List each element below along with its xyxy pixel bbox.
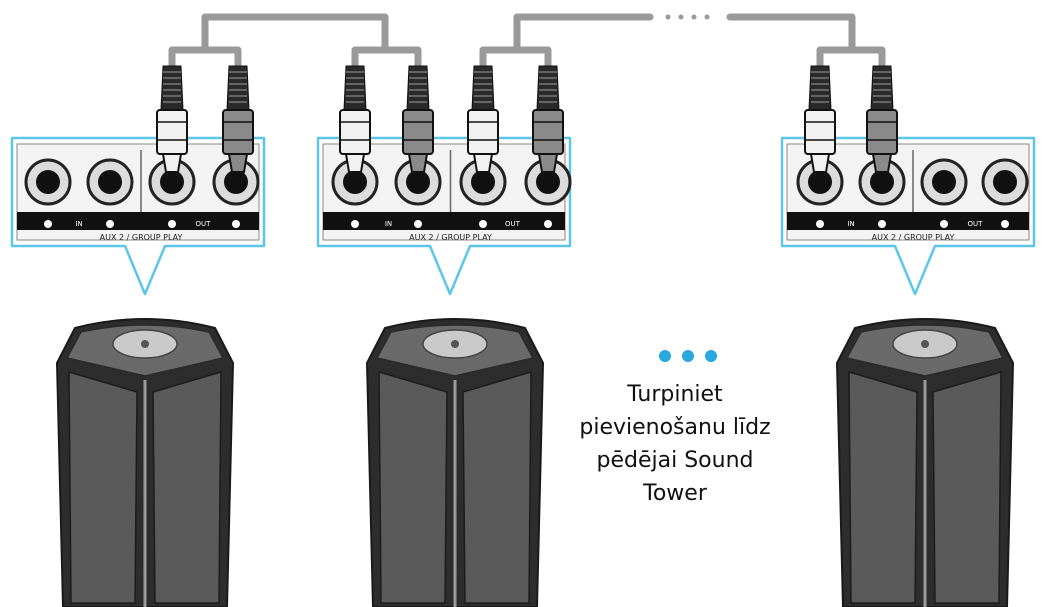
- continue-instruction: Turpiniet pievienošanu līdz pēdējai Soun…: [560, 378, 790, 510]
- label-strip: [787, 212, 1029, 230]
- plug-layer: [156, 65, 898, 173]
- out-label: OUT: [505, 220, 521, 228]
- continuation-dots: [659, 350, 717, 362]
- jack-marker: [479, 220, 487, 228]
- out-label: OUT: [196, 220, 212, 228]
- cable: [726, 13, 856, 54]
- rca-plug-white: [804, 65, 836, 173]
- dial-center: [451, 340, 459, 348]
- blue-dot: [705, 350, 717, 362]
- plug-body: [402, 109, 434, 155]
- sound-tower-2: [365, 318, 545, 607]
- panel-label: AUX 2 / GROUP PLAY: [100, 233, 183, 242]
- plug-body: [866, 109, 898, 155]
- jack-marker: [414, 220, 422, 228]
- cable: [351, 46, 422, 70]
- jack-marker: [106, 220, 114, 228]
- speaker-face-right: [932, 370, 1002, 604]
- jack-marker: [816, 220, 824, 228]
- jack-hole: [808, 170, 832, 194]
- in-label: IN: [75, 220, 82, 228]
- rca-plug-white: [156, 65, 188, 173]
- plug-body: [339, 109, 371, 155]
- sound-tower-last: [835, 318, 1015, 607]
- jack-hole: [98, 170, 122, 194]
- plug-tip: [537, 153, 559, 173]
- jack-marker: [44, 220, 52, 228]
- plug-tip: [344, 153, 366, 173]
- panel-layer: IN OUT AUX 2 / GROUP PLAY IN OUT AUX 2 / GROU…: [10, 136, 1036, 296]
- rca-plug-gray: [402, 65, 434, 173]
- plug-tip: [407, 153, 429, 173]
- speaker-face-left: [68, 370, 138, 604]
- in-label: IN: [385, 220, 392, 228]
- cable-gap-dot: [678, 14, 684, 20]
- in-label: IN: [847, 220, 854, 228]
- speaker-face-left: [848, 370, 918, 604]
- jack-hole: [36, 170, 60, 194]
- cable: [201, 13, 389, 54]
- connector-panel-2: IN OUT AUX 2 / GROUP PLAY: [316, 136, 572, 296]
- dial-center: [921, 340, 929, 348]
- cable-gap-dot: [691, 14, 697, 20]
- speaker-face-left: [378, 370, 448, 604]
- speaker-face-right: [152, 370, 222, 604]
- connector-panel-1: IN OUT AUX 2 / GROUP PLAY: [10, 136, 266, 296]
- dial-center: [141, 340, 149, 348]
- plug-tip: [227, 153, 249, 173]
- plug-body: [467, 109, 499, 155]
- plug-tip: [871, 153, 893, 173]
- plug-tip: [472, 153, 494, 173]
- speaker-layer: [55, 318, 1015, 607]
- jack-hole: [870, 170, 894, 194]
- jack-marker: [232, 220, 240, 228]
- blue-dot: [682, 350, 694, 362]
- instruction-line-1: Turpiniet: [627, 382, 723, 407]
- plug-body: [804, 109, 836, 155]
- speaker-face-right: [462, 370, 532, 604]
- plug-tip: [809, 153, 831, 173]
- jack-marker: [1001, 220, 1009, 228]
- plug-body: [222, 109, 254, 155]
- jack-hole: [406, 170, 430, 194]
- panel-label: AUX 2 / GROUP PLAY: [409, 233, 492, 242]
- label-strip: [17, 212, 259, 230]
- connector-panel-3: IN OUT AUX 2 / GROUP PLAY: [780, 136, 1036, 296]
- rca-plug-gray: [222, 65, 254, 173]
- plug-body: [156, 109, 188, 155]
- jack-marker: [940, 220, 948, 228]
- jack-hole: [932, 170, 956, 194]
- label-strip: [323, 212, 565, 230]
- panel-label: AUX 2 / GROUP PLAY: [872, 233, 955, 242]
- instruction-line-3: pēdējai Sound: [596, 448, 754, 473]
- instruction-line-4: Tower: [643, 481, 707, 506]
- cable: [513, 13, 654, 54]
- sound-tower-1: [55, 318, 235, 607]
- jack-hole: [993, 170, 1017, 194]
- rca-plug-white: [467, 65, 499, 173]
- jack-hole: [536, 170, 560, 194]
- jack-marker: [351, 220, 359, 228]
- plug-tip: [161, 153, 183, 173]
- cable-layer: [168, 13, 886, 70]
- jack-hole: [160, 170, 184, 194]
- rca-plug-gray: [866, 65, 898, 173]
- instruction-line-2: pievienošanu līdz: [579, 415, 771, 440]
- cable: [816, 46, 886, 70]
- out-label: OUT: [968, 220, 984, 228]
- jack-marker: [168, 220, 176, 228]
- jack-hole: [471, 170, 495, 194]
- rca-plug-gray: [532, 65, 564, 173]
- cable-gap-dot: [704, 14, 710, 20]
- jack-hole: [343, 170, 367, 194]
- cable-gap-dot: [665, 14, 671, 20]
- jack-marker: [878, 220, 886, 228]
- jack-hole: [224, 170, 248, 194]
- plug-body: [532, 109, 564, 155]
- jack-marker: [544, 220, 552, 228]
- blue-dot: [659, 350, 671, 362]
- rca-plug-white: [339, 65, 371, 173]
